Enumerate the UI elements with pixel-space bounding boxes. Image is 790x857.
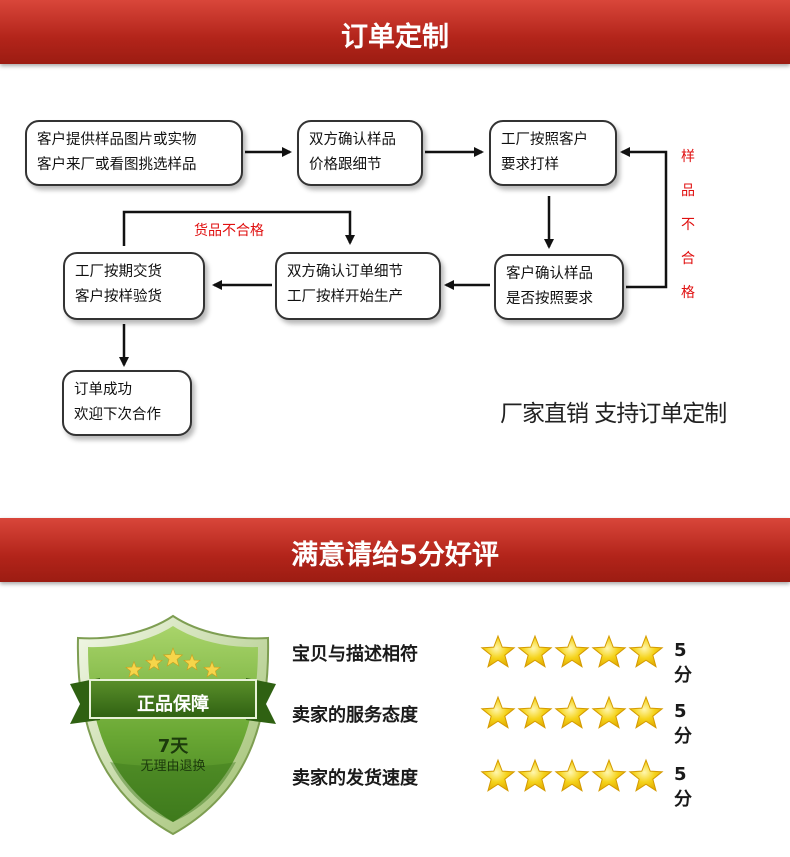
star-icon [554,758,590,792]
flow-step-customer-confirm: 客户确认样品 是否按照要求 [494,254,624,320]
star-icon [480,695,516,729]
flow-step-provide-sample: 客户提供样品图片或实物 客户来厂或看图挑选样品 [25,120,243,186]
flow-step-factory-prototype: 工厂按照客户 要求打样 [489,120,617,186]
rating-label: 宝贝与描述相符 [292,644,418,665]
star-icon [554,634,590,668]
rating-score: 5分 [674,701,692,747]
badge-subtitle: 无理由退换 [140,759,206,774]
genuine-guarantee-badge: 正品保障 7天 无理由退换 [70,612,276,838]
flow-step-confirm-sample: 双方确认样品 价格跟细节 [297,120,423,186]
badge-star-icon [162,647,184,667]
star-icon [628,695,664,729]
flow-step-confirm-order: 双方确认订单细节 工厂按样开始生产 [275,252,441,320]
order-custom-banner: 订单定制 [0,0,790,64]
badge-star-icon [145,653,163,671]
rating-label: 卖家的服务态度 [292,705,418,726]
star-icon [480,758,516,792]
badge-star-icon [125,660,143,678]
star-icon [591,758,627,792]
flow-step-success: 订单成功 欢迎下次合作 [62,370,192,436]
star-icon [554,695,590,729]
star-icon [517,695,553,729]
star-icon [591,695,627,729]
sample-reject-label: 样 品 不 合 格 [681,149,695,301]
badge-star-icon [183,653,201,671]
badge-days: 7天 [157,736,189,757]
star-icon [517,634,553,668]
rating-score: 5分 [674,640,692,686]
order-custom-title: 订单定制 [341,22,449,53]
flow-step-delivery: 工厂按期交货 客户按样验货 [63,252,205,320]
rating-score: 5分 [674,764,692,810]
badge-star-icon [203,660,221,678]
badge-ribbon-text: 正品保障 [137,694,209,715]
factory-direct-slogan: 厂家直销 支持订单定制 [500,401,727,427]
rating-label: 卖家的发货速度 [292,768,418,789]
arrow-goods-reject [122,210,355,246]
star-icon [628,634,664,668]
star-icon [480,634,516,668]
arrow-sample-reject [620,147,668,289]
star-icon [591,634,627,668]
star-icon [517,758,553,792]
review-banner: 满意请给5分好评 [0,518,790,582]
goods-reject-label: 货品不合格 [194,223,264,239]
star-icon [628,758,664,792]
shield-icon [70,614,276,836]
flow-connectors [119,147,668,367]
review-banner-title: 满意请给5分好评 [291,540,499,571]
